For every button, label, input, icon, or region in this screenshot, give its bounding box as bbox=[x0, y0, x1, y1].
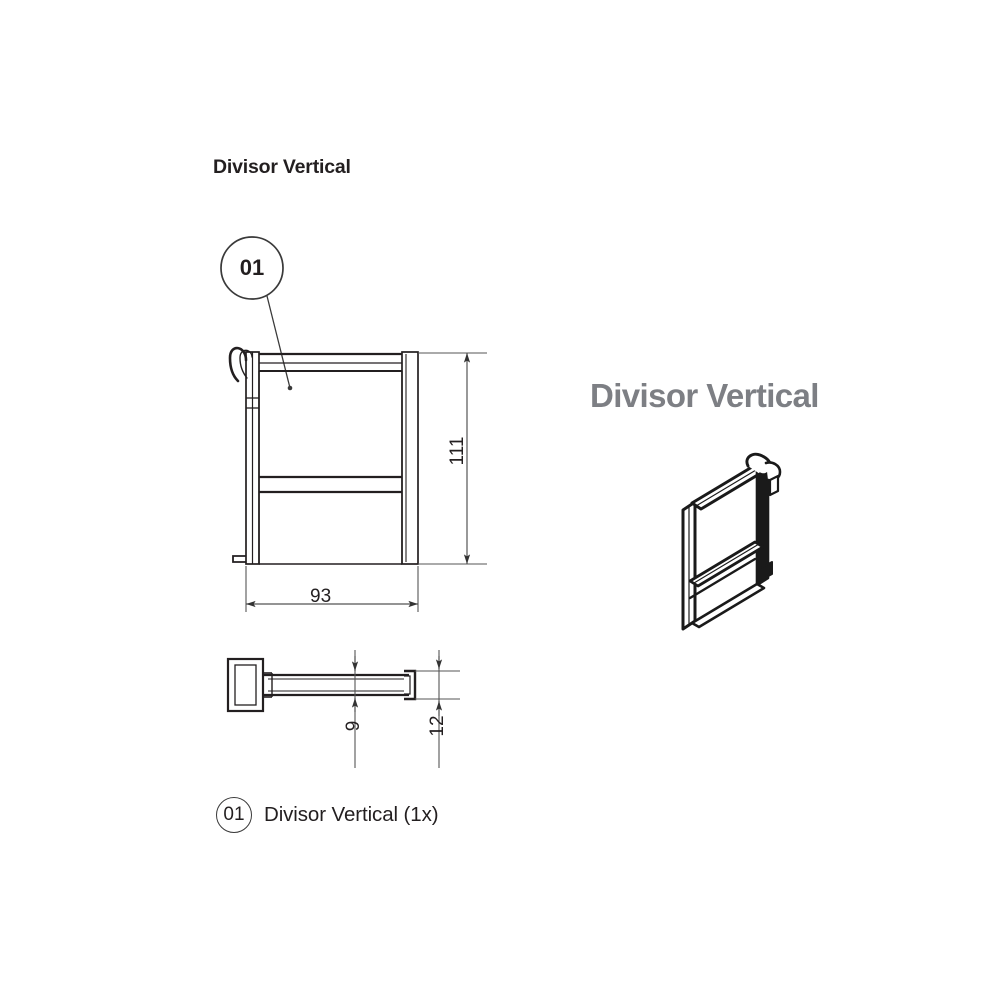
page-title: Divisor Vertical bbox=[213, 156, 351, 178]
callout-number-label: 01 bbox=[239, 255, 265, 280]
product-title-gray: Divisor Vertical bbox=[590, 377, 819, 414]
dimension-height-111 bbox=[418, 352, 487, 565]
dimension-depth-12 bbox=[415, 650, 460, 768]
dimension-label-width: 93 bbox=[310, 586, 332, 607]
dimension-label-height: 111 bbox=[447, 436, 468, 466]
front-elevation-view bbox=[228, 346, 419, 565]
isometric-3d-view bbox=[681, 452, 782, 631]
legend-label: Divisor Vertical (1x) bbox=[264, 803, 439, 826]
legend-row: 01 Divisor Vertical (1x) bbox=[216, 797, 439, 833]
legend-bubble-01: 01 bbox=[216, 797, 252, 833]
top-plan-view bbox=[226, 657, 417, 713]
dimension-label-depth-outer: 12 bbox=[427, 715, 448, 737]
dimension-width-93 bbox=[245, 566, 419, 612]
dimension-label-depth-inner: 9 bbox=[343, 720, 364, 732]
callout-01 bbox=[220, 236, 293, 391]
